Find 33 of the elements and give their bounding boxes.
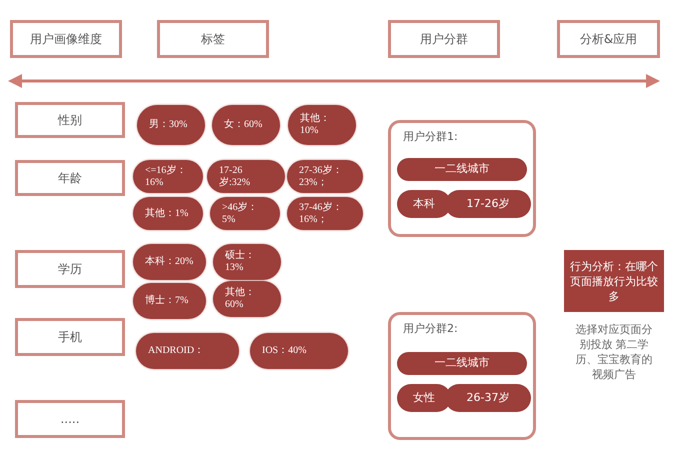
category-box: 分析&应用 (557, 20, 660, 58)
category-box: 年龄 (15, 160, 125, 196)
tag-pill: <=16岁：16% (133, 160, 203, 193)
tag-pill: 男：30% (137, 105, 205, 145)
category-box: 用户画像维度 (10, 20, 122, 58)
tag-pill: 硕士：13% (213, 244, 281, 280)
category-box: 用户分群 (388, 20, 500, 58)
tag-pill: 17-26岁:32% (207, 160, 285, 193)
segment-tag-pill: 一二线城市 (397, 158, 527, 181)
tag-pill: 博士：7% (133, 283, 206, 319)
tag-pill: 37-46岁：16%； (287, 197, 363, 230)
tag-pill: 27-36岁：23%； (287, 160, 363, 193)
tag-pill: ANDROID： (136, 333, 239, 369)
tag-pill: 本科：20% (133, 244, 206, 280)
segment-heading: 用户分群1: (403, 129, 458, 145)
segment-tag-pill: 一二线城市 (397, 352, 527, 375)
category-box: 学历 (15, 250, 125, 288)
category-box: 标签 (157, 20, 269, 58)
category-box: 性别 (15, 102, 125, 138)
segment-panel (388, 120, 536, 237)
category-box: 手机 (15, 318, 125, 356)
tag-pill: 其他：10% (288, 105, 356, 145)
segment-tag-pill: 17-26岁 (445, 190, 531, 218)
tag-pill: >46岁：5% (210, 197, 280, 230)
note-text: 选择对应页面分别投放 第二学历、宝宝教育的视频广告 (574, 322, 654, 382)
segment-panel (388, 312, 536, 440)
tag-pill: 其他：1% (133, 197, 203, 230)
segment-heading: 用户分群2: (403, 321, 458, 337)
tag-pill: IOS：40% (250, 333, 348, 369)
tag-pill: 其他：60% (213, 281, 281, 317)
category-box: ..... (15, 400, 125, 438)
tag-pill: 女：60% (212, 105, 280, 145)
segment-tag-pill: 26-37岁 (445, 384, 531, 412)
